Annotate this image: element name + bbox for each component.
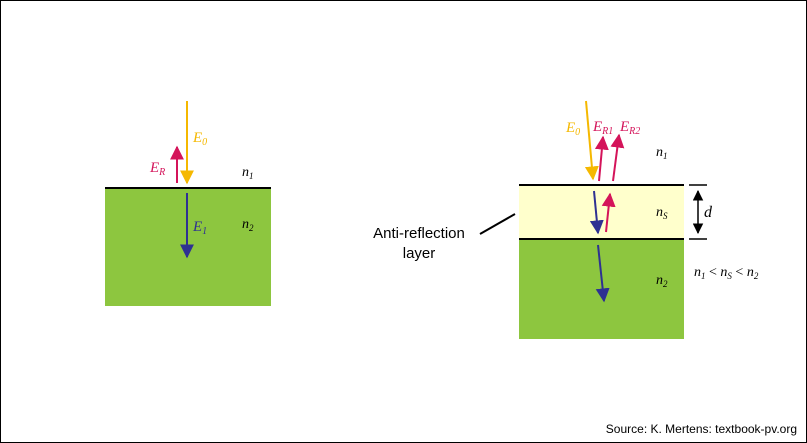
right-transmitted-arrow-substrate: [595, 244, 610, 303]
ar-layer-label-line1: Anti-reflection: [373, 225, 465, 242]
right-substrate: [519, 239, 684, 339]
right-ER1-label: ER1: [592, 119, 613, 137]
left-E0-label: E0: [192, 130, 207, 148]
right-n1-label: n1: [656, 145, 668, 161]
left-n1-label: n1: [242, 165, 254, 181]
left-ER-label: ER: [149, 160, 165, 178]
ar-layer-label-line2: layer: [403, 245, 436, 262]
right-incident-arrow: [584, 100, 599, 181]
thickness-label: d: [704, 204, 713, 221]
source-credit: Source: K. Mertens: textbook-pv.org: [606, 422, 797, 436]
right-transmitted-arrow-layer: [589, 190, 604, 235]
left-E1-label: E1: [192, 219, 207, 237]
right-reflected-arrow-2: [610, 133, 625, 182]
right-ER2-label: ER2: [619, 119, 640, 137]
right-nS-label: nS: [656, 205, 668, 221]
right-internal-reflected-arrow: [601, 192, 616, 233]
left-n2-label: n2: [242, 217, 254, 233]
ar-layer-leader-line: [479, 213, 516, 235]
right-n2-label: n2: [656, 273, 668, 289]
refractive-index-relation: n1 < nS < n2: [694, 265, 759, 281]
right-E0-label: E0: [565, 120, 580, 138]
right-reflected-arrow-1: [594, 135, 609, 182]
